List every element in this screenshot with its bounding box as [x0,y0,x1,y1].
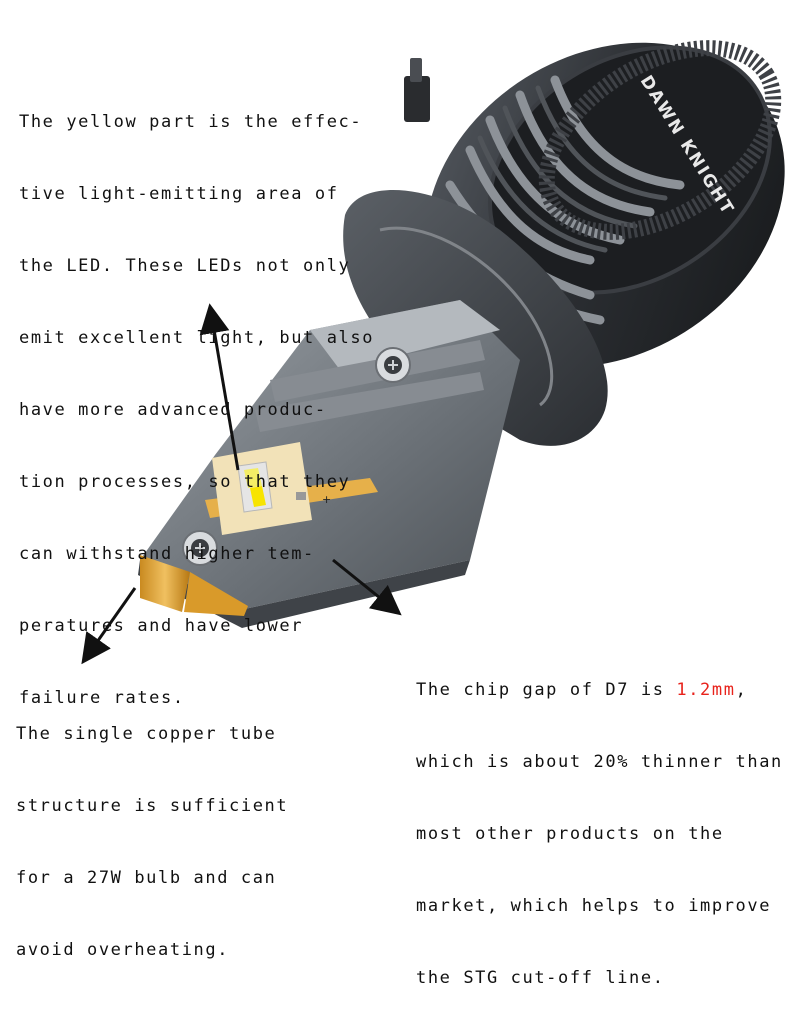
caption-copper-tube: The single copper tube structure is suff… [16,674,288,986]
caption-line: The yellow part is the effec- [19,112,363,132]
caption-line: market, which helps to improve [416,896,772,916]
led-bulb-illustration: DAWN KNIGHT + [81,40,785,665]
screw-lower [182,530,218,566]
arrow-to-led-caption [199,303,240,471]
arrow-to-copper-caption [81,587,137,665]
caption-line: emit excellent light, but also [19,328,375,348]
screw-upper [375,347,411,383]
caption-text: The chip gap of D7 is [416,680,677,700]
caption-led-area: The yellow part is the effec- tive light… [19,62,374,734]
caption-line: peratures and have lower [19,616,304,636]
caption-text: , [735,680,748,700]
arrow-to-chip-gap-caption [332,558,402,616]
caption-line: can withstand higher tem- [19,544,315,564]
caption-line: have more advanced produc- [19,400,327,420]
caption-line: which is about 20% thinner than [416,752,783,772]
connector-pins [404,58,430,122]
caption-line: failure rates. [19,688,185,708]
caption-line: The chip gap of D7 is 1.2mm, [416,678,783,702]
led-polarity-mark: + [322,493,331,506]
caption-line: the STG cut-off line. [416,968,665,988]
caption-line: the LED. These LEDs not only [19,256,351,276]
caption-line: avoid overheating. [16,940,230,960]
caption-line: The single copper tube [16,724,277,744]
caption-chip-gap: The chip gap of D7 is 1.2mm, which is ab… [416,630,783,1014]
caption-line: tive light-emitting area of [19,184,339,204]
chip-gap-value: 1.2mm [676,680,736,700]
caption-line: tion processes, so that they [19,472,351,492]
caption-line: most other products on the [416,824,724,844]
caption-line: for a 27W bulb and can [16,868,277,888]
caption-line: structure is sufficient [16,796,289,816]
